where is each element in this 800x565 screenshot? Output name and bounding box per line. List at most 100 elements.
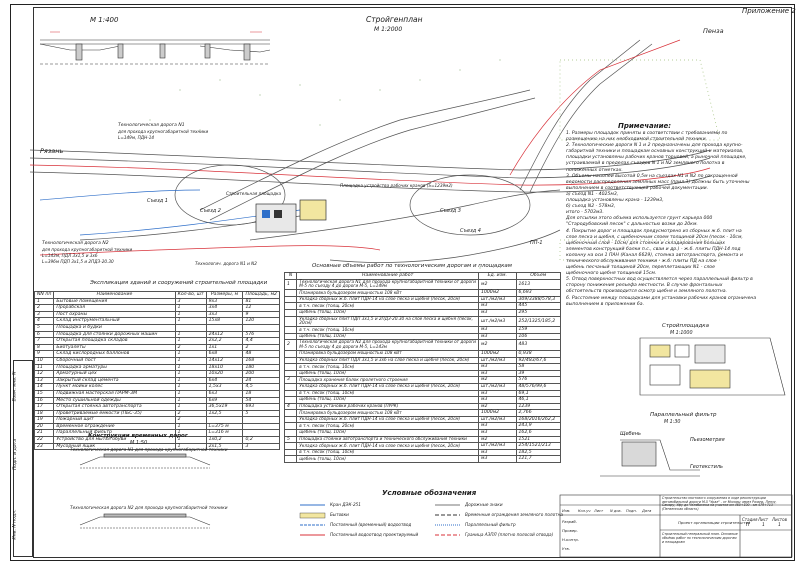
table-cell: [205, 323, 244, 332]
note-line: щебеночный слой - 10см) для стоянки и ск…: [566, 240, 725, 246]
table-cell: Подвижная мастерская ПАРМ-3М: [53, 389, 176, 398]
table-cell: 5: [33, 323, 55, 332]
table-cell: [283, 369, 298, 378]
table-cell: 1521: [515, 435, 561, 444]
note-line: колонну на оси 1 ПАН (Канал 6629), стоян…: [566, 252, 743, 258]
table-header-cell: NN пп: [33, 291, 55, 299]
table-cell: 2: [174, 416, 207, 424]
table-cell: м3: [478, 308, 517, 317]
table-cell: 81: [242, 297, 280, 306]
table-cell: 106: [515, 332, 561, 341]
note-line: слое песка и щебня, с щебеночным слоем т…: [566, 234, 743, 240]
legend-title: Условные обозначения: [382, 489, 477, 497]
tb-sheet: 1: [762, 523, 765, 528]
note-line: 6. Расстояние между площадками для устан…: [566, 295, 757, 301]
road-sections: [79, 453, 211, 529]
note-line: 4. Покрытие дорог и площадок предусмотре…: [566, 228, 742, 234]
table-cell: 120: [242, 317, 280, 325]
table-header-cell: Наименование: [53, 291, 176, 299]
table-cell: 48/576/99,6: [515, 382, 561, 391]
site-drawing-scale: М 1:1000: [670, 331, 693, 336]
table-cell: Открытая площадка складов: [53, 337, 176, 345]
table-cell: [283, 363, 298, 371]
tb-stage-h: Стадия: [742, 517, 758, 522]
table-cell: 15: [33, 389, 55, 398]
table-cell: 1: [174, 317, 207, 325]
table-cell: 1: [174, 310, 207, 319]
table-cell: 6х8: [205, 350, 244, 358]
plan-lines: [29, 39, 721, 263]
label-road1-area: L=396м ПДП 3х1,5 и 2ПДЗ-20.30: [42, 259, 114, 264]
table-cell: щебень (толщ. 10см): [296, 455, 480, 464]
label-road1: Технологическая дорога N1: [118, 123, 185, 128]
bridge-elevation: [39, 31, 271, 65]
tb-sheets: 1: [778, 523, 781, 528]
tb-role: Утв.: [562, 546, 570, 551]
table-cell: 0,938: [515, 349, 561, 358]
table-cell: Технологическая дорога N1 для прохода кр…: [296, 278, 480, 291]
table-cell: 14х12: [205, 356, 244, 365]
note-line: выполнением в соответствующей рабочей до…: [566, 185, 709, 191]
table-cell: 1: [174, 350, 207, 358]
table-cell: 17: [33, 403, 55, 411]
note-line: технического обслуживания техники - ж.б.…: [566, 258, 717, 264]
table-cell: м2: [478, 376, 517, 384]
table-cell: 1000м2: [478, 349, 517, 358]
table-cell: 1х0,2: [205, 436, 244, 444]
table-cell: м2: [478, 402, 517, 411]
table-cell: м3: [478, 448, 517, 457]
tb-sheets-h: Листов: [772, 517, 787, 522]
table-cell: 36,5х19: [205, 403, 244, 411]
table-cell: 1: [174, 396, 207, 405]
table-cell: Открытая стоянка автотранспорта: [53, 403, 176, 411]
table-cell: [283, 442, 298, 450]
tb-role: Разраб.: [562, 519, 577, 524]
table-cell: м2: [478, 278, 517, 291]
buildings-table-title: Экспликация зданий и сооружений строител…: [90, 280, 268, 286]
table-cell: Биотуалеты: [53, 343, 176, 352]
table-cell: L=316 м: [205, 429, 244, 438]
table-cell: 19: [33, 416, 55, 424]
note-line: обстоятельств производится осмотр щебня …: [566, 289, 727, 295]
road2-section-label: Технологическая дорога N2 для прохода кр…: [70, 506, 228, 511]
label-road1-sub: для прохода крупногабаритной техники: [118, 129, 209, 134]
table-cell: 2: [283, 339, 298, 351]
table-header-cell: Объем: [515, 272, 561, 280]
table-cell: [283, 302, 298, 310]
table-cell: 1: [174, 442, 207, 451]
table-cell: 693: [242, 403, 280, 411]
table-row: Укладка сборных плит ПДЛ 3х1,5 и 3х6 на …: [283, 356, 561, 365]
table-cell: 4,5: [242, 383, 280, 391]
table-cell: м3: [478, 326, 517, 334]
table-cell: 8: [33, 343, 55, 352]
tb-stage: П: [746, 523, 750, 528]
table-cell: 121,7: [515, 455, 561, 464]
table-cell: [283, 349, 298, 358]
label-penza: Пенза: [703, 27, 724, 35]
note-line: габаритной техники и площадкам основных …: [566, 149, 744, 155]
note-line: 2. Технологические дороги N 1 и 2 предна…: [566, 143, 743, 149]
table-cell: шт./м2/м3: [478, 382, 517, 391]
table-cell: 2: [174, 343, 207, 352]
table-cell: 254/1521/213: [515, 442, 561, 450]
table-cell: 4,4: [242, 337, 280, 345]
table-cell: м3: [478, 396, 517, 404]
field-dots: [149, 59, 501, 281]
table-cell: 445: [515, 302, 561, 310]
works-table-title: Основные объемы работ по технологическим…: [312, 263, 512, 269]
legend-item: Временные ограждения земляного полотна: [465, 512, 563, 517]
table-cell: 1,5х3: [205, 383, 244, 391]
table-header-cell: N: [283, 272, 298, 280]
bridge-scale: М 1:400: [90, 16, 119, 24]
table-cell: 5: [283, 435, 298, 444]
table-cell: 1000м2: [478, 409, 517, 417]
table-cell: Место сушильной одежды: [53, 396, 176, 405]
table-cell: [283, 448, 298, 457]
